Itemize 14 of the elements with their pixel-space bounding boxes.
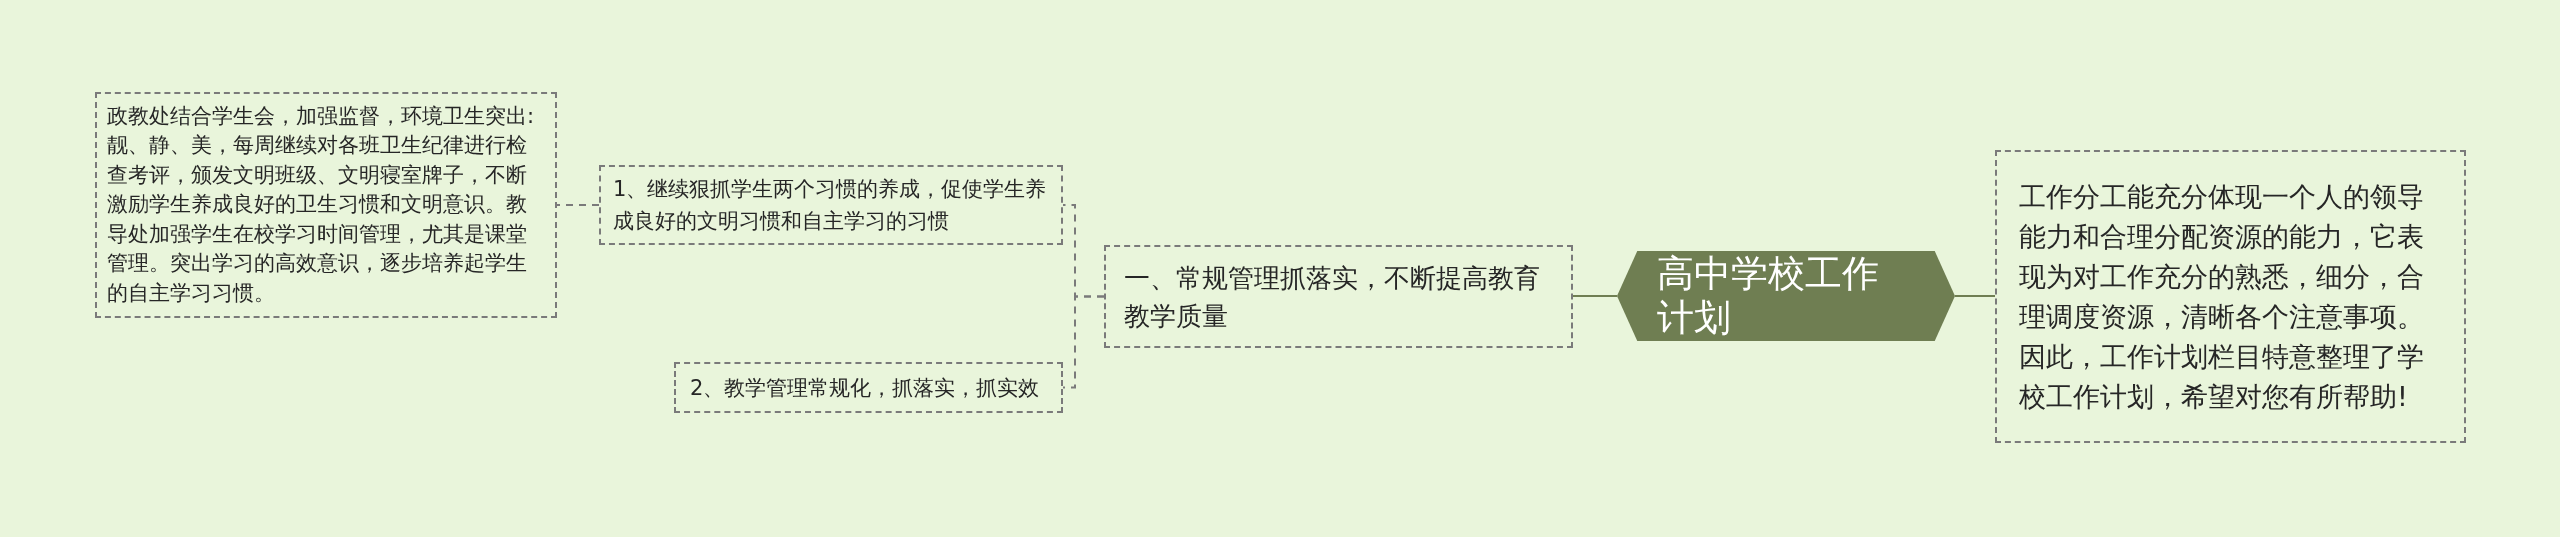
node-text: 工作分工能充分体现一个人的领导能力和合理分配资源的能力，它表现为对工作充分的熟悉，细分，合理调度资源，清晰各个注意事项。因此，工作计划栏目特意整理了学校工作计划，希望对您有所帮助! [2019,179,2425,414]
connector-line [1572,295,1618,297]
topic-box [1104,245,1573,348]
connector-line [556,204,600,206]
topic-box [674,362,1063,413]
node-text: 2、教学管理常规化，抓落实，抓实效 [690,374,1040,402]
connector-line [1954,295,1996,297]
topic-box [599,165,1063,245]
topic-box [1995,150,2466,443]
node-text: 1、继续狠抓学生两个习惯的养成，促使学生养成良好的文明习惯和自主学习的习惯 [613,176,1048,235]
topic-box [95,92,557,318]
node-text: 一、常规管理抓落实，不断提高教育教学质量 [1124,261,1541,333]
node-text: 政教处结合学生会，加强监督，环境卫生突出:靓、静、美，每周继续对各班卫生纪律进行检查考评，颁发文明班级、文明寝室牌子，不断激励学生养成良好的卫生习惯和文明意识。教导处加强学生在校学习时间管理，尤其是课堂管理。突出学习的高效意识，逐步培养起学生的自主学习习惯。 [107,102,536,307]
node-text: 高中学校工作计划 [1657,252,1880,340]
